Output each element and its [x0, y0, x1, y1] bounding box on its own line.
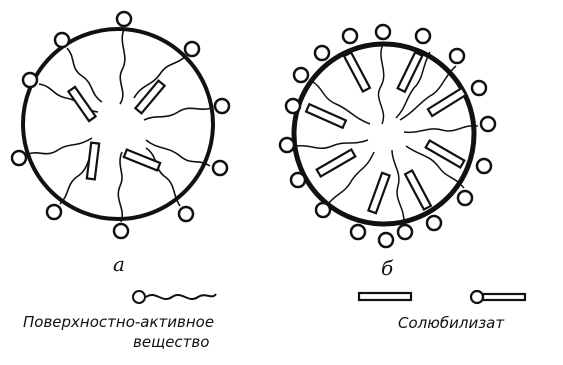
legend-surfactant-line2: вещество: [23, 332, 214, 352]
solubilizate-rod: [368, 173, 389, 213]
legend-surfactant-symbol: [133, 291, 216, 303]
head-group: [398, 225, 412, 239]
head-group: [114, 224, 128, 238]
head-group: [481, 117, 495, 131]
head-group: [343, 29, 357, 43]
legend-tail-icon: [146, 294, 216, 299]
solubilizate-rod: [398, 52, 423, 91]
head-group: [376, 25, 390, 39]
head-group: [458, 191, 472, 205]
head-group: [315, 46, 329, 60]
legend-surfactant-line1: Поверхностно-активное: [23, 312, 214, 332]
head-group: [55, 33, 69, 47]
tail: [120, 29, 125, 104]
solubilizate-rod: [68, 87, 95, 121]
label-a: а: [113, 252, 125, 276]
head-group: [379, 233, 393, 247]
head-group: [23, 73, 37, 87]
solubilizate-rod: [344, 52, 370, 91]
tail: [378, 44, 383, 124]
head-group: [294, 68, 308, 82]
tail: [296, 140, 368, 148]
solubilizate-rod: [306, 104, 346, 128]
solubilizate-rod: [87, 143, 99, 180]
head-group: [286, 99, 300, 113]
head-group: [316, 203, 330, 217]
tail: [28, 138, 92, 154]
head-group: [280, 138, 294, 152]
head-group: [477, 159, 491, 173]
solubilizate-rod: [428, 88, 466, 116]
solubilizate-rod: [317, 150, 356, 177]
label-b: б: [381, 256, 394, 280]
head-group: [213, 161, 227, 175]
tail: [118, 152, 122, 222]
tail: [404, 126, 478, 133]
head-group: [427, 216, 441, 230]
solubilizate-rod: [426, 141, 465, 168]
head-group: [450, 49, 464, 63]
legend-rod-tail-icon: [483, 294, 525, 300]
legend-head-icon: [133, 291, 145, 303]
legend-head-icon: [471, 291, 483, 303]
head-group: [351, 225, 365, 239]
micelle-a: а: [12, 12, 229, 276]
head-group: [472, 81, 486, 95]
micelle-b-solubilizate: [306, 52, 466, 213]
head-group: [416, 29, 430, 43]
tail: [144, 108, 212, 120]
legend-surfactant-label: Поверхностно-активное вещество: [23, 312, 214, 352]
head-group: [215, 99, 229, 113]
legend-solubilizate-label: Солюбилизат: [398, 313, 504, 333]
tail: [392, 150, 404, 222]
tail: [146, 148, 180, 206]
micelle-a-solubilizate: [68, 81, 164, 180]
micelle-b-head-groups: [280, 25, 495, 247]
head-group: [291, 173, 305, 187]
head-group: [185, 42, 199, 56]
head-group: [117, 12, 131, 26]
solubilizate-rod: [124, 150, 160, 171]
legend-rod-icon: [359, 293, 411, 300]
solubilizate-rod: [135, 81, 164, 114]
head-group: [179, 207, 193, 221]
solubilizate-rod: [405, 170, 431, 209]
head-group: [12, 151, 26, 165]
legend-solubilizate-symbols: [359, 291, 525, 303]
head-group: [47, 205, 61, 219]
micelle-b: б: [280, 25, 495, 280]
